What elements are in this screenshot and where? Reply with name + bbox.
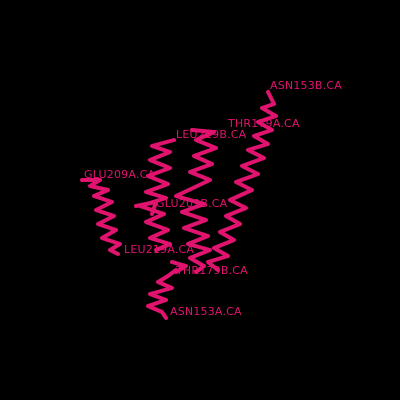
- label-asn153b: ASN153B.CA: [270, 79, 342, 92]
- helix-asn153a: [146, 268, 178, 320]
- label-leu219b: LEU219B.CA: [176, 128, 247, 141]
- label-group: ASN153B.CA THR179A.CA LEU219B.CA GLU209A…: [84, 79, 342, 318]
- label-leu219a: LEU219A.CA: [124, 243, 194, 256]
- label-asn153a: ASN153A.CA: [170, 305, 242, 318]
- label-thr179b: THR179B.CA: [175, 264, 248, 277]
- helix-connector-1: [134, 200, 158, 216]
- ribbon-group: [80, 90, 278, 320]
- helix-leu219b: [138, 138, 176, 252]
- label-glu209a: GLU209A.CA: [84, 168, 155, 181]
- helix-glu209b: [174, 128, 218, 274]
- helix-connector-2: [170, 260, 188, 274]
- label-glu209b: GLU209B.CA: [156, 197, 228, 210]
- label-thr179a: THR179A.CA: [227, 117, 300, 130]
- helix-glu209a: [80, 178, 122, 256]
- helix-asn153b: [206, 90, 278, 272]
